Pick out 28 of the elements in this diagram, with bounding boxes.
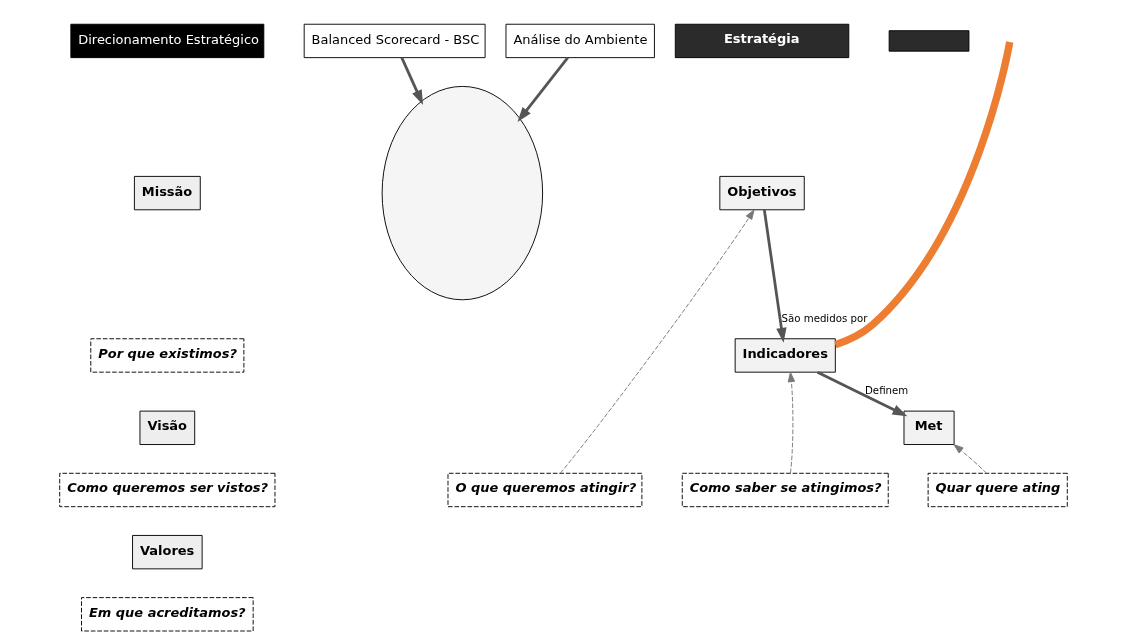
node-box: Quar quere ating bbox=[927, 472, 1068, 508]
node-box: Visão bbox=[139, 410, 196, 445]
node-box: Direcionamento Estratégico bbox=[70, 23, 265, 59]
arrow bbox=[953, 444, 987, 474]
node-box: Valores bbox=[132, 535, 203, 570]
node-box: Met bbox=[903, 410, 955, 445]
arrow bbox=[763, 209, 787, 343]
arrow bbox=[400, 57, 424, 105]
node-box: Por que existimos? bbox=[90, 338, 245, 373]
node-box: Como queremos ser vistos? bbox=[59, 472, 276, 508]
node-box: Balanced Scorecard - BSC bbox=[303, 23, 486, 59]
node-box: Análise do Ambiente bbox=[505, 23, 655, 59]
node-box: Indicadores bbox=[734, 338, 836, 373]
arrow bbox=[816, 370, 908, 417]
node-box: O que queremos atingir? bbox=[447, 472, 643, 508]
node-box: Como saber se atingimos? bbox=[681, 472, 889, 508]
node-box: Missão bbox=[133, 175, 201, 211]
node-circle bbox=[381, 85, 544, 301]
arrow bbox=[559, 209, 755, 474]
node-box: Objetivos bbox=[719, 175, 805, 211]
node-box: Estratégia bbox=[674, 23, 850, 59]
arrow bbox=[517, 56, 569, 122]
connector bbox=[834, 41, 1014, 349]
node-bar bbox=[888, 30, 970, 52]
edge-label: Definem bbox=[865, 385, 909, 397]
node-box: Em que acreditamos? bbox=[81, 597, 254, 632]
arrow bbox=[787, 371, 796, 474]
edge-label: São medidos por bbox=[781, 312, 868, 324]
